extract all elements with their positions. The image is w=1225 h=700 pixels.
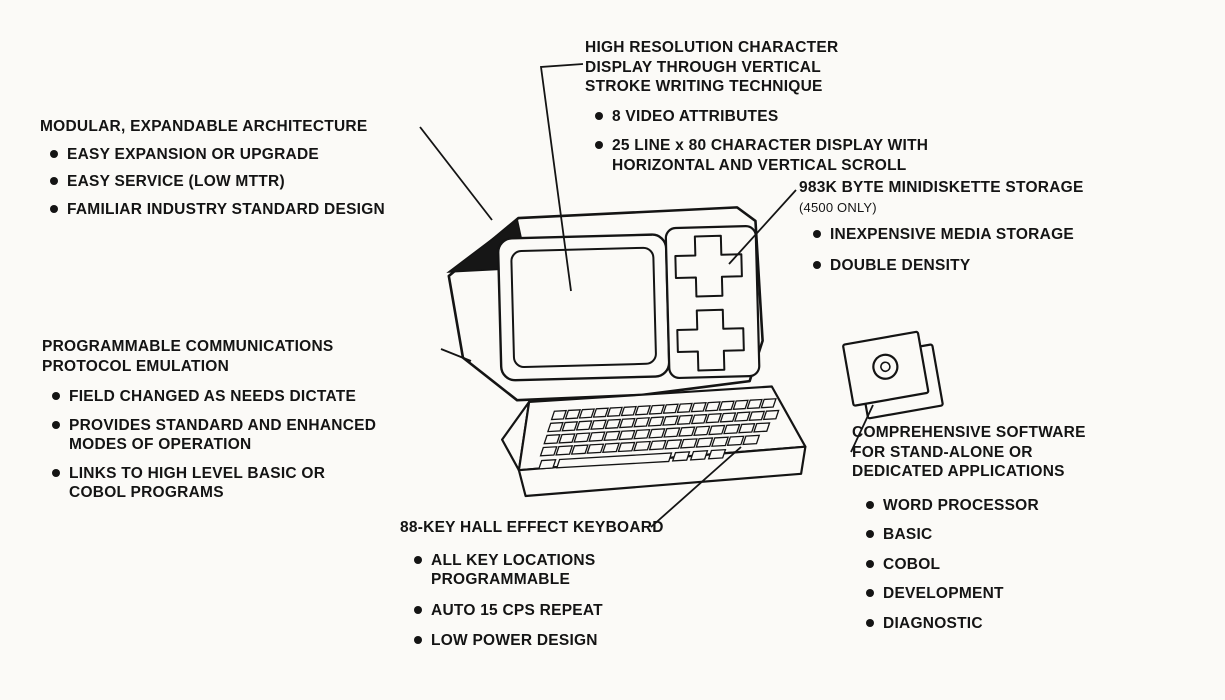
callout-line-storage (728, 189, 797, 265)
section-architecture: MODULAR, EXPANDABLE ARCHITECTURE EASY EX… (40, 117, 470, 219)
bullet-item: ALL KEY LOCATIONS PROGRAMMABLE (414, 551, 730, 590)
bullet-text: ALL KEY LOCATIONS PROGRAMMABLE (431, 551, 596, 589)
bullet-icon (813, 229, 821, 238)
section-software-bullets: WORD PROCESSOR BASIC COBOL DEVELOPMENT D… (866, 496, 1192, 634)
bullet-item: EASY EXPANSION OR UPGRADE (50, 145, 470, 165)
section-communications-bullets: FIELD CHANGED AS NEEDS DICTATE PROVIDES … (52, 387, 442, 503)
floppy-disk-stack (842, 330, 944, 420)
minidiskette-drive-top-icon (674, 234, 743, 298)
section-storage-title: 983K BYTE MINIDISKETTE STORAGE (799, 179, 1084, 196)
section-architecture-title: MODULAR, EXPANDABLE ARCHITECTURE (40, 118, 368, 135)
bullet-text: 8 VIDEO ATTRIBUTES (612, 107, 779, 125)
bullet-text: EASY SERVICE (LOW MTTR) (67, 173, 285, 190)
bullet-item: COBOL (866, 555, 1192, 575)
bullet-icon (50, 149, 58, 158)
bullet-icon (866, 589, 874, 597)
bullet-text: LOW POWER DESIGN (431, 632, 598, 649)
bullet-text: PROVIDES STANDARD AND ENHANCED MODES OF … (69, 416, 377, 454)
bullet-text: COBOL (883, 555, 941, 573)
bullet-icon (52, 420, 60, 429)
bullet-icon (866, 618, 874, 627)
bullet-item: PROVIDES STANDARD AND ENHANCED MODES OF … (52, 416, 442, 455)
bullet-text: DOUBLE DENSITY (830, 257, 971, 274)
bullet-text: DIAGNOSTIC (883, 614, 983, 632)
section-keyboard-title: 88-KEY HALL EFFECT KEYBOARD (400, 519, 664, 536)
callout-line-architecture (419, 126, 493, 221)
bullet-text: FAMILIAR INDUSTRY STANDARD DESIGN (67, 200, 385, 218)
bullet-text: EASY EXPANSION OR UPGRADE (67, 145, 320, 163)
bullet-text: BASIC (883, 526, 933, 543)
bullet-icon (866, 530, 874, 538)
section-display-title: HIGH RESOLUTION CHARACTER DISPLAY THROUG… (585, 39, 839, 95)
bullet-item: FAMILIAR INDUSTRY STANDARD DESIGN (50, 200, 470, 220)
section-display-bullets: 8 VIDEO ATTRIBUTES 25 LINE x 80 CHARACTE… (595, 107, 955, 176)
section-communications: PROGRAMMABLE COMMUNICATIONS PROTOCOL EMU… (42, 337, 442, 503)
section-display: HIGH RESOLUTION CHARACTER DISPLAY THROUG… (585, 38, 955, 175)
bullet-icon (866, 559, 874, 568)
bullet-icon (414, 605, 422, 614)
bullet-text: INEXPENSIVE MEDIA STORAGE (830, 225, 1074, 243)
bullet-icon (595, 141, 603, 149)
bullet-item: DOUBLE DENSITY (813, 256, 1159, 276)
bullet-icon (50, 204, 58, 213)
bullet-text: AUTO 15 CPS REPEAT (431, 601, 603, 619)
section-communications-title: PROGRAMMABLE COMMUNICATIONS PROTOCOL EMU… (42, 338, 334, 375)
callout-line-keyboard (650, 446, 742, 528)
bullet-item: WORD PROCESSOR (866, 496, 1192, 516)
bullet-icon (595, 111, 603, 120)
section-storage-bullets: INEXPENSIVE MEDIA STORAGE DOUBLE DENSITY (813, 225, 1159, 276)
bullet-icon (52, 468, 60, 477)
bullet-icon (52, 392, 60, 400)
bullet-item: DEVELOPMENT (866, 584, 1192, 604)
bullet-text: FIELD CHANGED AS NEEDS DICTATE (69, 388, 357, 405)
bullet-item: 8 VIDEO ATTRIBUTES (595, 107, 955, 127)
section-keyboard: 88-KEY HALL EFFECT KEYBOARD ALL KEY LOCA… (400, 518, 730, 651)
floppy-disk-top-icon (842, 330, 930, 407)
section-storage-subtitle: (4500 ONLY) (799, 199, 877, 215)
floppy-hub-icon (872, 353, 899, 380)
floppy-hub-hole-icon (880, 361, 891, 373)
section-software-title: COMPREHENSIVE SOFTWARE FOR STAND-ALONE O… (852, 424, 1086, 480)
bullet-icon (414, 636, 422, 644)
bullet-item: 25 LINE x 80 CHARACTER DISPLAY WITH HORI… (595, 136, 955, 175)
keyboard-keys (537, 398, 780, 470)
bullet-item: DIAGNOSTIC (866, 614, 1192, 634)
bullet-item: LOW POWER DESIGN (414, 631, 730, 651)
section-software: COMPREHENSIVE SOFTWARE FOR STAND-ALONE O… (852, 423, 1192, 633)
bullet-item: FIELD CHANGED AS NEEDS DICTATE (52, 387, 442, 407)
crt-screen (510, 246, 657, 369)
bullet-item: INEXPENSIVE MEDIA STORAGE (813, 225, 1159, 245)
section-storage: 983K BYTE MINIDISKETTE STORAGE (4500 ONL… (799, 178, 1159, 276)
bullet-icon (414, 555, 422, 564)
bullet-icon (866, 500, 874, 509)
bullet-item: EASY SERVICE (LOW MTTR) (50, 172, 470, 192)
minidiskette-drive-bottom-icon (676, 308, 745, 372)
bullet-icon (50, 177, 58, 185)
bullet-text: 25 LINE x 80 CHARACTER DISPLAY WITH HORI… (612, 137, 929, 174)
bullet-item: AUTO 15 CPS REPEAT (414, 601, 730, 621)
bullet-item: BASIC (866, 525, 1192, 545)
bullet-text: WORD PROCESSOR (883, 496, 1039, 514)
section-keyboard-bullets: ALL KEY LOCATIONS PROGRAMMABLE AUTO 15 C… (414, 551, 730, 651)
section-architecture-bullets: EASY EXPANSION OR UPGRADE EASY SERVICE (… (50, 145, 470, 220)
callout-line-communications (440, 348, 472, 362)
bullet-item: LINKS TO HIGH LEVEL BASIC OR COBOL PROGR… (52, 464, 442, 503)
callout-line-software (850, 404, 874, 453)
bullet-icon (813, 261, 821, 269)
callout-line-display (539, 63, 584, 292)
bullet-text: DEVELOPMENT (883, 585, 1004, 602)
bullet-text: LINKS TO HIGH LEVEL BASIC OR COBOL PROGR… (69, 464, 326, 502)
